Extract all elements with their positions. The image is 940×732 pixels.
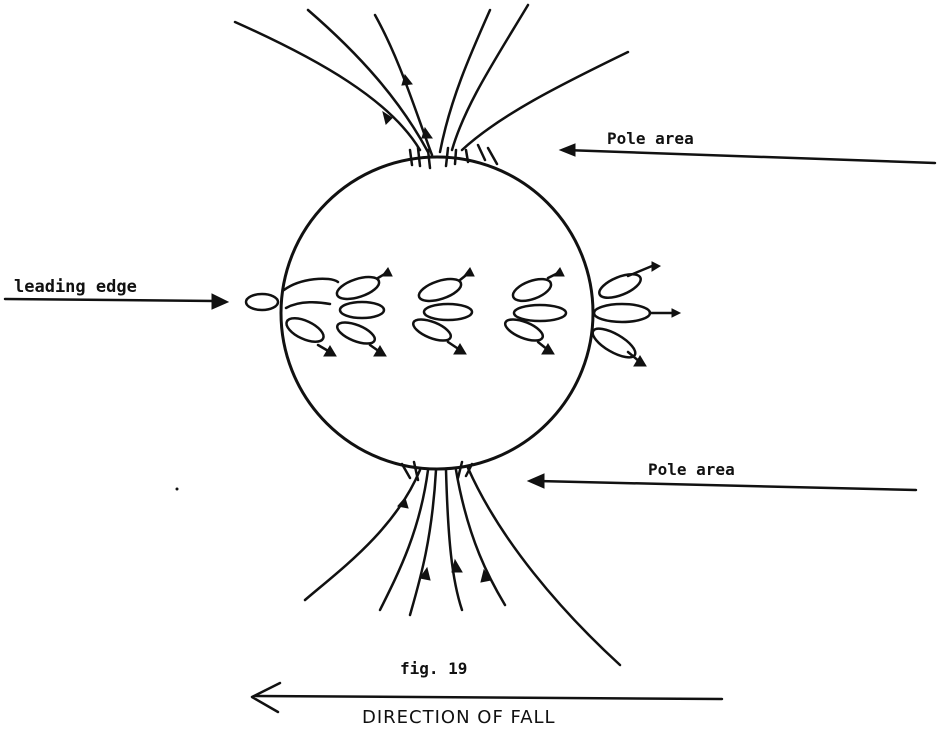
top-flow-arrowheads bbox=[382, 73, 433, 139]
top-pole-flow-lines bbox=[233, 3, 630, 170]
direction-of-fall-arrow bbox=[250, 681, 724, 714]
equatorial-eddies bbox=[244, 264, 674, 364]
figure-number: fig. 19 bbox=[400, 659, 467, 678]
bottom-pole-flow-lines bbox=[303, 460, 622, 667]
pole-area-top-label: Pole area bbox=[607, 129, 694, 148]
eddy-arrowheads bbox=[323, 261, 682, 367]
drop-sphere bbox=[279, 155, 595, 471]
pole-area-top-arrow bbox=[558, 143, 937, 165]
pole-area-bottom-arrow bbox=[526, 473, 918, 492]
bottom-flow-arrowheads bbox=[397, 496, 492, 583]
leading-edge-arrow bbox=[3, 293, 230, 310]
pole-area-bottom-label: Pole area bbox=[648, 460, 735, 479]
speck bbox=[175, 487, 179, 491]
leading-edge-label: leading edge bbox=[14, 277, 137, 297]
direction-label: DIRECTION OF FALL bbox=[362, 707, 556, 728]
